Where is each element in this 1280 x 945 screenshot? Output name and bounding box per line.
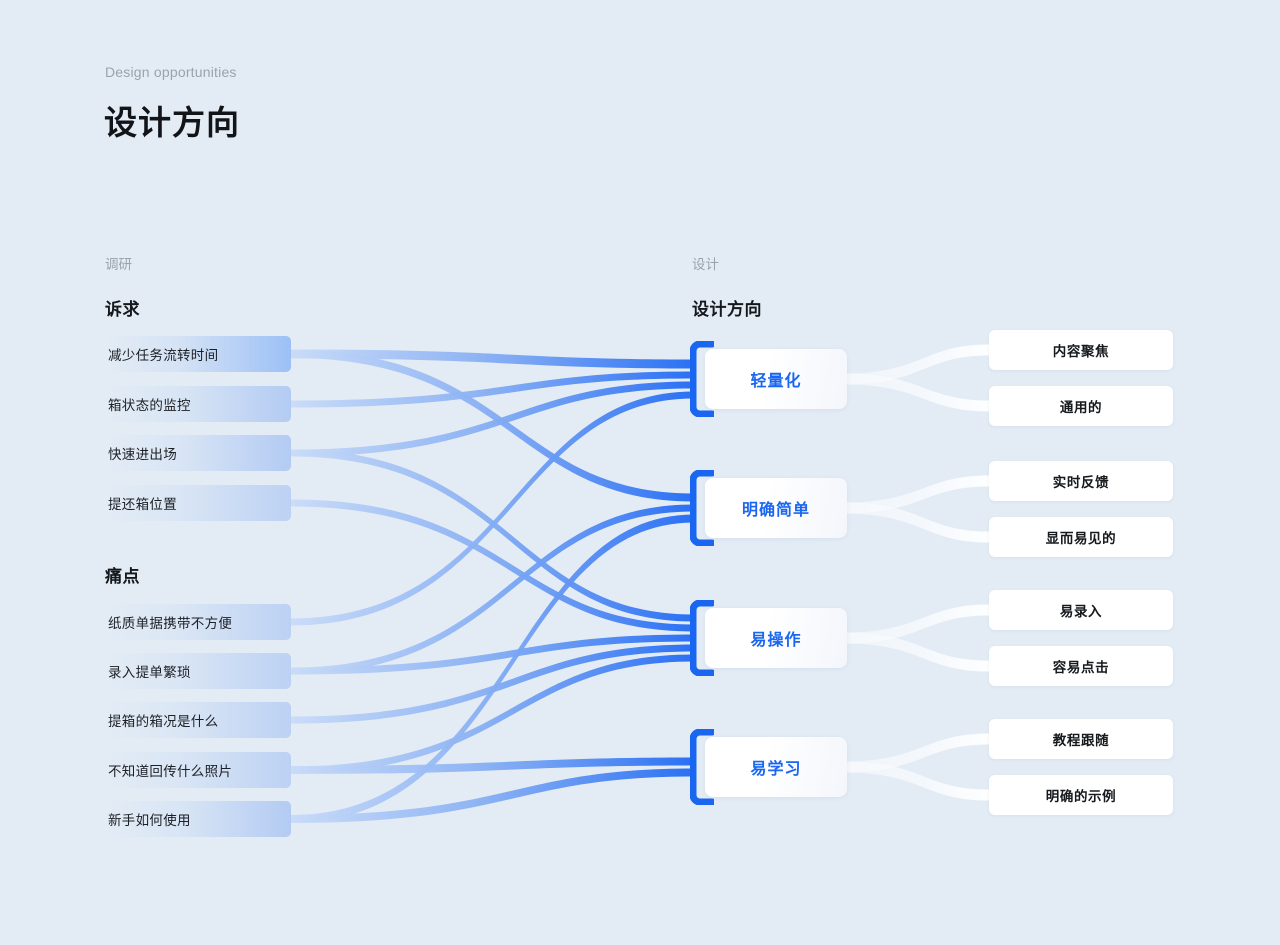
flow-ribbon <box>843 733 989 773</box>
source-item-label: 快速进出场 <box>108 447 177 462</box>
source-item-label: 录入提单繁琐 <box>108 665 191 680</box>
direction-card-label: 易学习 <box>750 761 802 778</box>
outcome-card-label: 明确的示例 <box>1045 789 1117 804</box>
research-column-eyebrow: 调研 <box>105 257 132 272</box>
flow-ribbon <box>291 381 694 457</box>
source-item-label: 新手如何使用 <box>108 813 191 828</box>
direction-card-body[interactable]: 明确简单 <box>705 478 847 538</box>
flow-ribbon <box>291 634 694 675</box>
flow-ribbon <box>291 391 694 626</box>
outcome-card-label: 内容聚焦 <box>1052 344 1110 359</box>
outcome-card[interactable]: 通用的 <box>989 386 1173 426</box>
direction-card-label: 易操作 <box>750 632 802 649</box>
source-item[interactable]: 提箱的箱况是什么 <box>105 702 291 738</box>
outcome-card[interactable]: 容易点击 <box>989 646 1173 686</box>
source-item-label: 不知道回传什么照片 <box>108 764 233 779</box>
design-column-title: 设计方向 <box>692 300 762 319</box>
flow-ribbon <box>291 768 694 823</box>
source-item-label: 提箱的箱况是什么 <box>108 714 219 729</box>
bracket-icon <box>689 469 716 547</box>
source-item-label: 纸质单据携带不方便 <box>108 616 233 631</box>
flow-ribbon <box>843 761 989 801</box>
flow-ribbon <box>843 475 989 514</box>
source-item-label: 提还箱位置 <box>108 497 177 512</box>
source-item[interactable]: 提还箱位置 <box>105 485 291 521</box>
source-item[interactable]: 新手如何使用 <box>105 801 291 837</box>
flow-ribbon <box>291 654 694 774</box>
outcome-card-label: 教程跟随 <box>1052 733 1110 748</box>
direction-card-label: 轻量化 <box>750 373 802 390</box>
source-item[interactable]: 快速进出场 <box>105 435 291 471</box>
source-item-label: 减少任务流转时间 <box>108 348 219 363</box>
page-title: 设计方向 <box>104 104 240 141</box>
outcome-card[interactable]: 显而易见的 <box>989 517 1173 557</box>
source-item[interactable]: 纸质单据携带不方便 <box>105 604 291 640</box>
direction-card-label: 明确简单 <box>741 502 810 519</box>
source-item[interactable]: 箱状态的监控 <box>105 386 291 422</box>
flow-ribbon <box>843 502 989 543</box>
page-eyebrow: Design opportunities <box>105 64 237 80</box>
flow-ribbon <box>843 344 989 385</box>
outcome-card[interactable]: 易录入 <box>989 590 1173 630</box>
outcome-card-label: 实时反馈 <box>1052 475 1110 490</box>
outcome-card-label: 通用的 <box>1059 400 1103 415</box>
bracket-icon <box>689 599 716 677</box>
outcome-card[interactable]: 教程跟随 <box>989 719 1173 759</box>
flow-ribbon <box>291 349 694 369</box>
direction-card-body[interactable]: 轻量化 <box>705 349 847 409</box>
bracket-icon <box>689 728 716 806</box>
flow-ribbon <box>291 757 694 774</box>
flow-ribbon <box>291 514 694 823</box>
flow-ribbon <box>291 644 694 724</box>
direction-card-body[interactable]: 易操作 <box>705 608 847 668</box>
flow-ribbon <box>291 499 694 632</box>
outcome-card-label: 易录入 <box>1059 604 1103 619</box>
research-column-title: 诉求 <box>105 300 140 319</box>
outcome-card-label: 容易点击 <box>1052 660 1110 675</box>
source-item-label: 箱状态的监控 <box>108 398 191 413</box>
bracket-icon <box>689 340 716 418</box>
design-column-eyebrow: 设计 <box>692 257 719 272</box>
flow-ribbon <box>291 449 694 622</box>
outcome-card[interactable]: 明确的示例 <box>989 775 1173 815</box>
direction-card-body[interactable]: 易学习 <box>705 737 847 797</box>
source-item[interactable]: 录入提单繁琐 <box>105 653 291 689</box>
outcome-card-label: 显而易见的 <box>1045 531 1117 546</box>
flow-ribbon <box>291 350 694 502</box>
outcome-card[interactable]: 实时反馈 <box>989 461 1173 501</box>
flow-ribbon <box>291 504 694 675</box>
source-item[interactable]: 不知道回传什么照片 <box>105 752 291 788</box>
flow-ribbon <box>843 632 989 672</box>
flow-ribbon <box>843 373 989 412</box>
flow-ribbon <box>843 604 989 644</box>
painpoints-group-title: 痛点 <box>105 567 140 586</box>
outcome-card[interactable]: 内容聚焦 <box>989 330 1173 370</box>
source-item[interactable]: 减少任务流转时间 <box>105 336 291 372</box>
flow-ribbon <box>291 371 694 408</box>
